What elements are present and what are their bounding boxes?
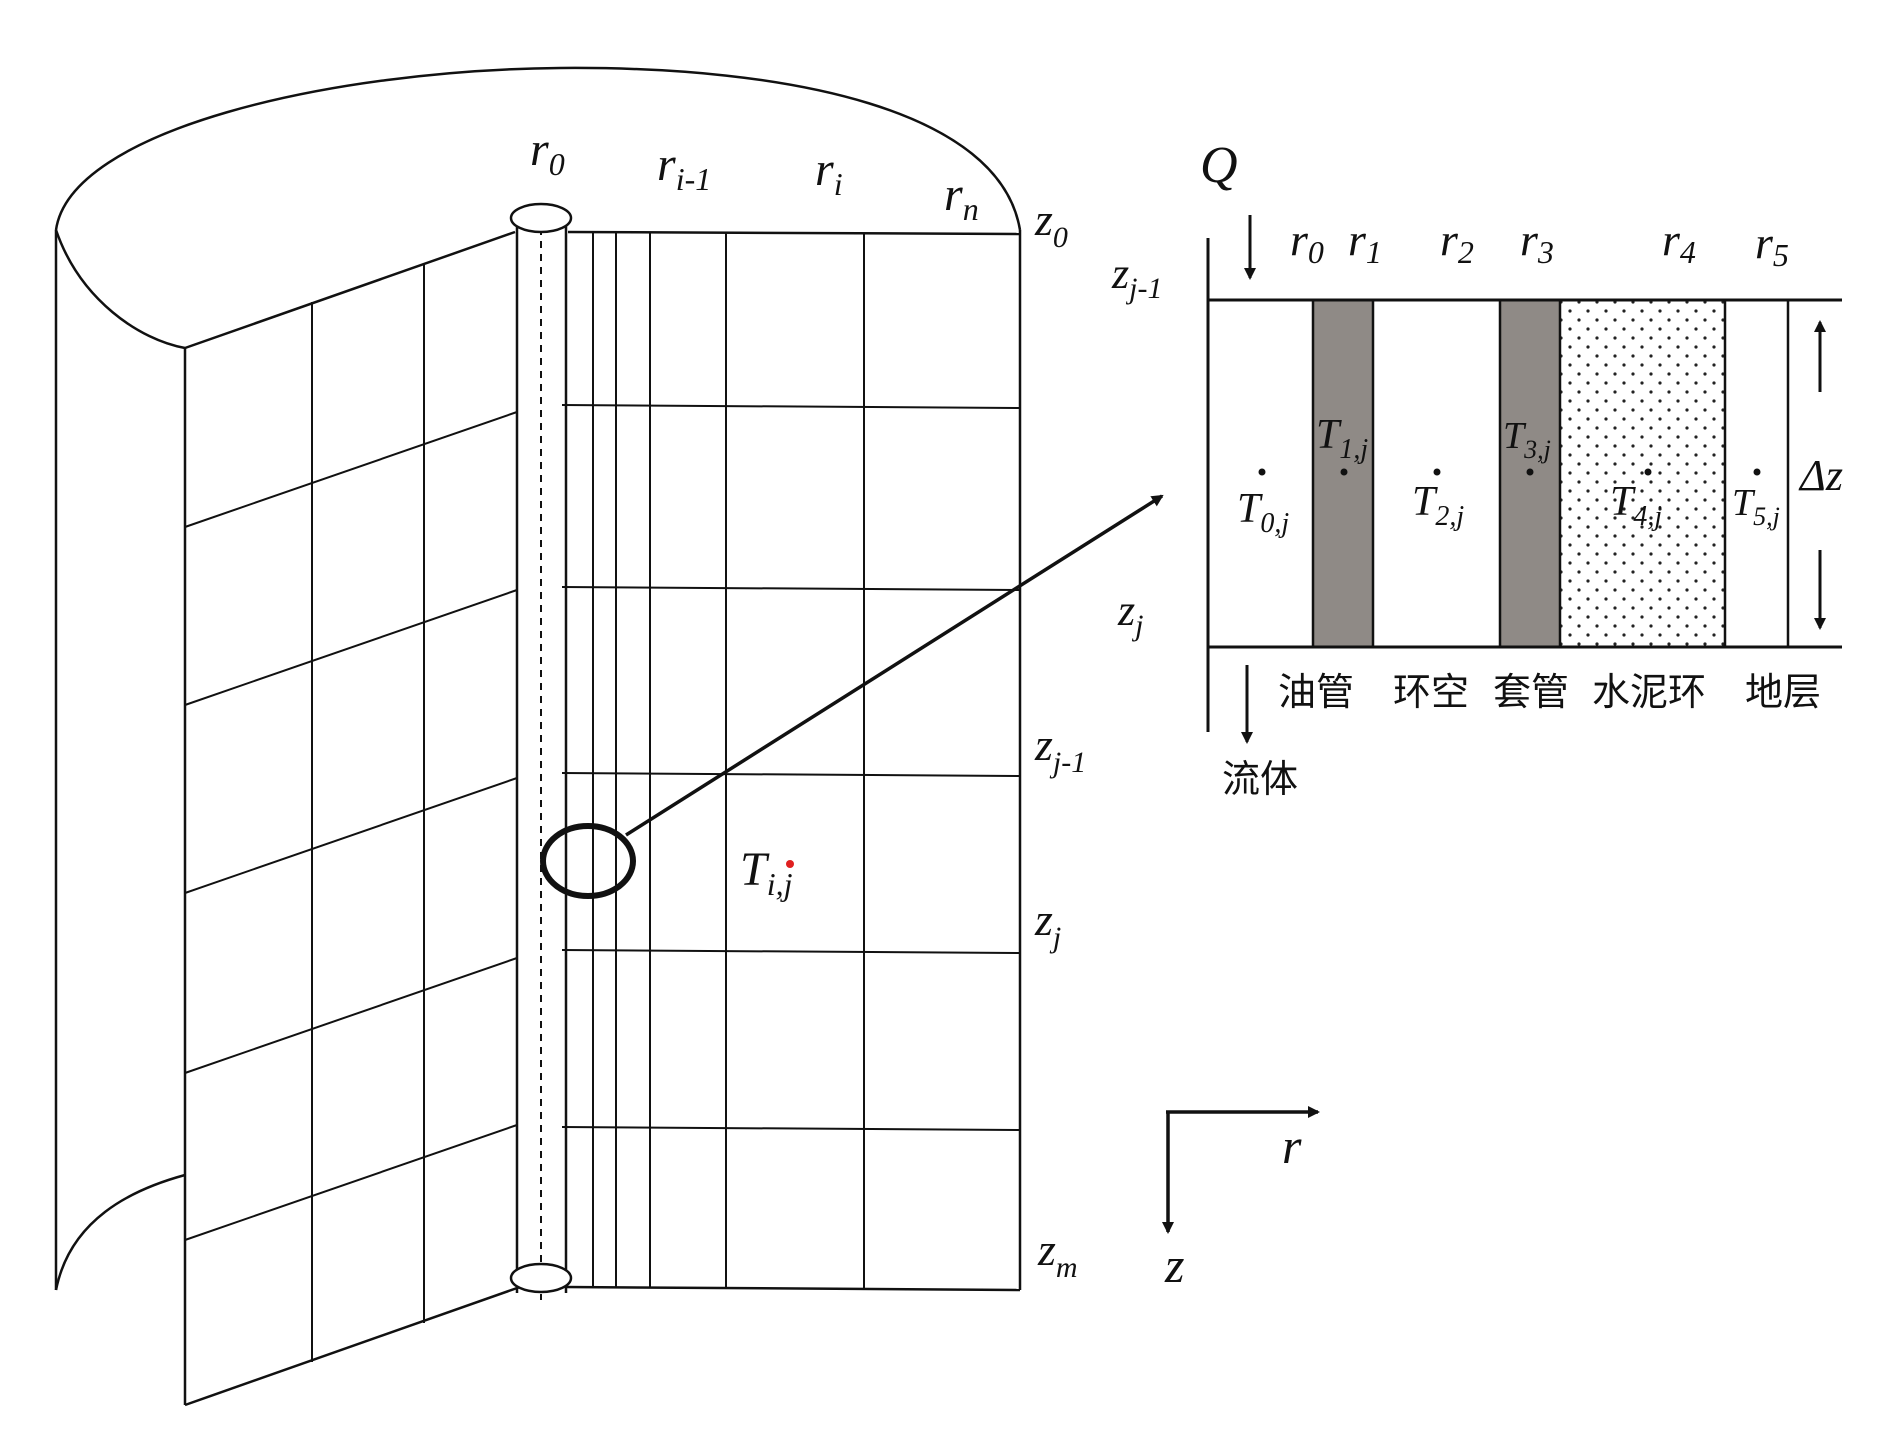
- fluid-label: 流体: [1222, 757, 1298, 801]
- node-dot-t5: [1753, 468, 1761, 476]
- label-zj: zj: [1034, 894, 1061, 954]
- cut-face-top-edge: [184, 230, 516, 350]
- r-axis-label: r: [1282, 1118, 1302, 1174]
- label-t0j: T0,j: [1237, 486, 1289, 539]
- label-r1: r1: [1348, 214, 1382, 270]
- label-ri-1: ri-1: [657, 138, 711, 197]
- detail-radii-labels: r0 r1 r2 r3 r4 r5: [1290, 214, 1789, 273]
- radial-face-bottom-edge: [564, 1285, 1021, 1292]
- tube-top-opening: [509, 202, 573, 234]
- label-detail-zj: zj: [1117, 586, 1143, 642]
- zoom-arrow: [625, 494, 1164, 837]
- label-r3: r3: [1520, 214, 1554, 270]
- layer-annulus-label: 环空: [1393, 670, 1469, 714]
- cylinder-top-arc: [54, 66, 1022, 231]
- detail-cell: [1206, 215, 1842, 744]
- node-dot-t4: [1644, 468, 1652, 476]
- label-r2: r2: [1440, 214, 1474, 270]
- label-t4j: T4,j: [1610, 479, 1662, 532]
- cut-face-hlines: [184, 411, 518, 1241]
- label-z0: z0: [1034, 194, 1068, 254]
- zoom-circle: [540, 823, 636, 899]
- layer-cement-label: 水泥环: [1592, 670, 1706, 714]
- cylinder-bottom-front: [54, 1173, 186, 1291]
- node-dot-t3: [1526, 468, 1534, 476]
- node-point: [786, 860, 794, 868]
- label-r4: r4: [1662, 214, 1696, 270]
- cement-fill: [1560, 300, 1725, 647]
- label-dz: Δz: [1798, 451, 1843, 500]
- layer-casing-label: 套管: [1493, 670, 1569, 714]
- label-t3j: T3,j: [1503, 415, 1551, 464]
- label-r0: r0: [530, 123, 565, 182]
- label-zj-1: zj-1: [1034, 719, 1086, 779]
- radial-face-hlines: [561, 404, 1021, 1131]
- label-t5j: T5,j: [1732, 482, 1780, 531]
- radial-face-vlines: [592, 232, 865, 1289]
- node-dot-t2: [1433, 468, 1441, 476]
- layer-formation-label: 地层: [1745, 670, 1821, 714]
- label-detail-zj-1: zj-1: [1111, 249, 1162, 305]
- cut-face-bottom-edge: [184, 1285, 521, 1407]
- coordinate-axes: r z: [1162, 1106, 1320, 1293]
- label-t2j: T2,j: [1412, 479, 1464, 532]
- layer-name-labels: 油管 环空 套管 水泥环 地层: [1278, 670, 1821, 714]
- radial-face-top-edge: [567, 230, 1021, 236]
- label-r5: r5: [1755, 217, 1789, 273]
- label-rn: rn: [944, 168, 979, 227]
- label-zm: zm: [1037, 1224, 1078, 1284]
- detail-temp-labels: T0,j T1,j T2,j T3,j T4,j T5,j: [1237, 412, 1780, 539]
- layer-tubing-label: 油管: [1278, 670, 1354, 714]
- node-dot-t0: [1258, 468, 1266, 476]
- depth-labels: z0 zj-1 zj zm: [1034, 194, 1086, 1284]
- label-ri: ri: [815, 143, 843, 202]
- cylinder-top-front: [54, 229, 186, 350]
- node-dot-t1: [1340, 468, 1348, 476]
- tube-bottom-opening: [509, 1262, 573, 1294]
- label-flow-q: Q: [1200, 137, 1238, 194]
- label-r0: r0: [1290, 214, 1324, 270]
- radial-labels: r0 ri-1 ri rn: [530, 123, 979, 227]
- cylinder-grid: [54, 66, 1164, 1407]
- label-node-tij: Ti,j: [740, 843, 793, 902]
- z-axis-label: z: [1164, 1237, 1184, 1293]
- label-t1j: T1,j: [1316, 412, 1368, 465]
